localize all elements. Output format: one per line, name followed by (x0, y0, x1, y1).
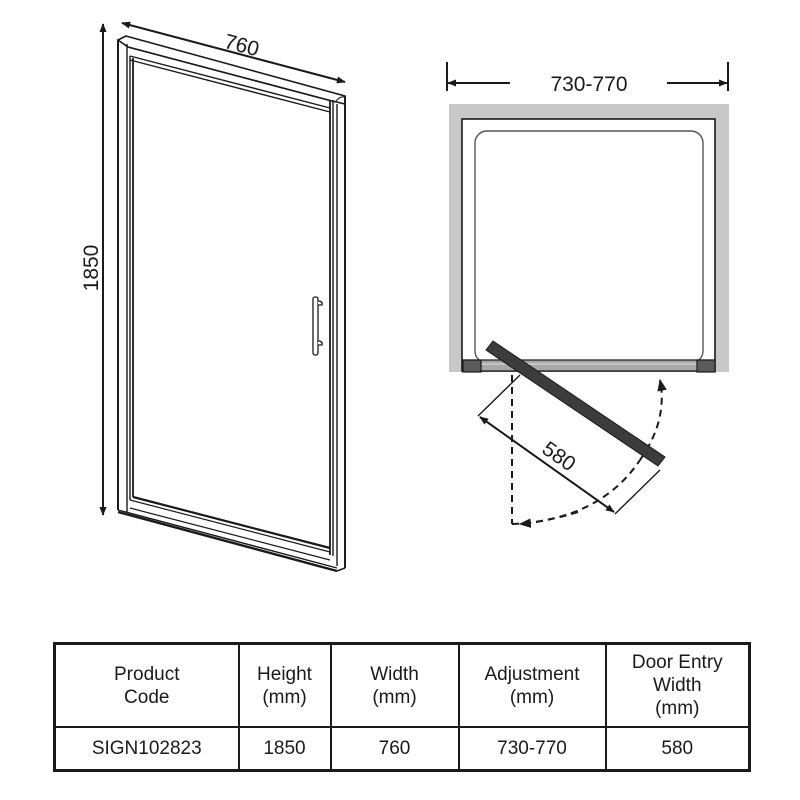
door-frame (116, 35, 346, 573)
cell-door-entry-width: 580 (604, 726, 751, 772)
door-entry-dimension-label: 580 (538, 437, 580, 476)
table-row: SIGN102823 1850 760 730-770 580 (53, 726, 751, 772)
width-dimension-label: 760 (222, 30, 262, 61)
cell-adjustment: 730-770 (457, 726, 607, 772)
specification-table: Product Code Height (mm) Width (mm) Adju… (53, 642, 751, 772)
plan-view: 730-770 580 (446, 62, 729, 528)
shower-tray (474, 130, 704, 364)
header-width: Width (mm) (329, 642, 460, 728)
height-dimension: 1850 (80, 23, 107, 516)
header-height: Height (mm) (237, 642, 332, 728)
adjustment-dimension: 730-770 (446, 62, 729, 96)
adjustment-dimension-label: 730-770 (550, 73, 627, 96)
cell-height: 1850 (237, 726, 332, 772)
door-elevation: 760 1850 (80, 21, 346, 573)
cell-product-code: SIGN102823 (53, 726, 240, 772)
cell-width: 760 (329, 726, 460, 772)
left-end-block (462, 359, 482, 373)
header-adjustment: Adjustment (mm) (457, 642, 607, 728)
right-end-block (696, 359, 716, 373)
height-dimension-label: 1850 (80, 245, 103, 292)
header-door-entry-width: Door Entry Width (mm) (604, 642, 751, 728)
header-product-code: Product Code (53, 642, 240, 728)
door-handle (312, 296, 323, 356)
technical-drawing: 760 1850 (80, 21, 729, 573)
table-header-row: Product Code Height (mm) Width (mm) Adju… (53, 642, 751, 728)
threshold-track (462, 359, 715, 372)
